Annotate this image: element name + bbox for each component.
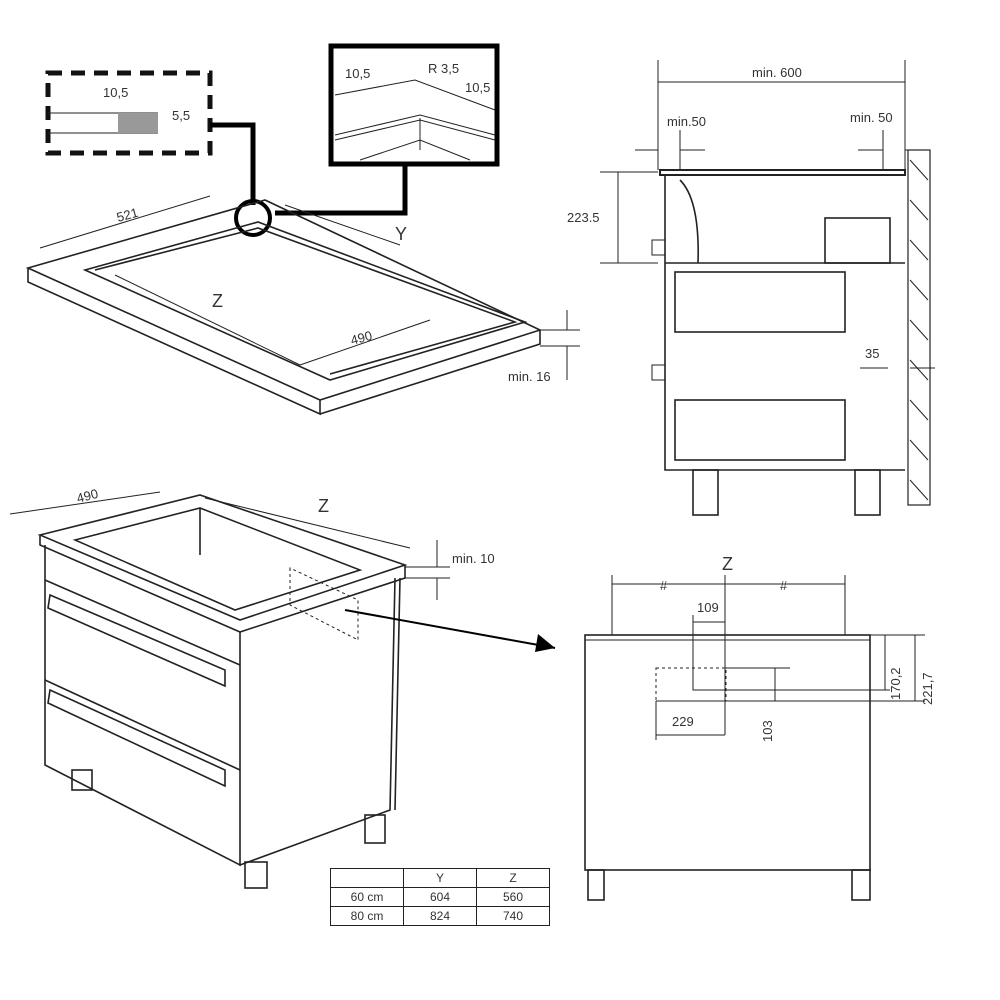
side-view: min. 600 min.50 min. 50 223.5 35 <box>567 60 935 516</box>
front-view: Z # # 109 229 103 170,2 221,7 <box>584 554 935 901</box>
table-cell: 740 <box>476 906 550 926</box>
table-cell: 824 <box>403 906 477 926</box>
cabinet-drawing: 490 Z min. 10 <box>9 486 556 889</box>
dim-521: 521 <box>115 205 140 225</box>
dim-109: 109 <box>697 600 719 615</box>
table-row: 80 cm 824 740 <box>330 906 550 926</box>
dim-left-10-5: 10,5 <box>345 66 370 81</box>
label-y: Y <box>395 224 407 244</box>
label-z-cabinet: Z <box>318 496 329 516</box>
label-z: Z <box>212 291 223 311</box>
section-detail: 10,5 5,5 <box>45 70 256 205</box>
dim-5-5: 5,5 <box>172 108 190 123</box>
dim-229: 229 <box>672 714 694 729</box>
dim-min-50-left: min.50 <box>667 114 706 129</box>
dim-35: 35 <box>865 346 879 361</box>
table-cell: 560 <box>476 887 550 907</box>
dim-490-cabinet: 490 <box>75 486 100 506</box>
equal-mark-left: # <box>660 578 668 593</box>
header-cell-y: Y <box>403 868 477 888</box>
label-z-front: Z <box>722 554 733 574</box>
dim-490: 490 <box>349 328 374 348</box>
dim-min-50-right: min. 50 <box>850 110 893 125</box>
dim-min-16: min. 16 <box>508 369 551 384</box>
dim-min-10: min. 10 <box>452 551 495 566</box>
dim-radius: R 3,5 <box>428 61 459 76</box>
dim-221-7: 221,7 <box>920 672 935 705</box>
equal-mark-right: # <box>780 578 788 593</box>
table-row: 60 cm 604 560 <box>330 887 550 907</box>
header-cell-z: Z <box>476 868 550 888</box>
dim-right-10-5: 10,5 <box>465 80 490 95</box>
table-header-row: Y Z <box>330 868 550 888</box>
countertop-drawing: 521 Y Z 490 min. 16 <box>25 195 580 416</box>
dim-223-5: 223.5 <box>567 210 600 225</box>
dim-170-2: 170,2 <box>888 667 903 700</box>
header-cell <box>330 868 404 888</box>
dim-10-5: 10,5 <box>103 85 128 100</box>
dim-min-600: min. 600 <box>752 65 802 80</box>
corner-detail: 10,5 R 3,5 10,5 <box>234 43 500 237</box>
size-table: Y Z 60 cm 604 560 80 cm 824 740 <box>330 868 550 926</box>
dim-103: 103 <box>760 720 775 742</box>
table-cell: 80 cm <box>330 906 404 926</box>
table-cell: 604 <box>403 887 477 907</box>
table-cell: 60 cm <box>330 887 404 907</box>
